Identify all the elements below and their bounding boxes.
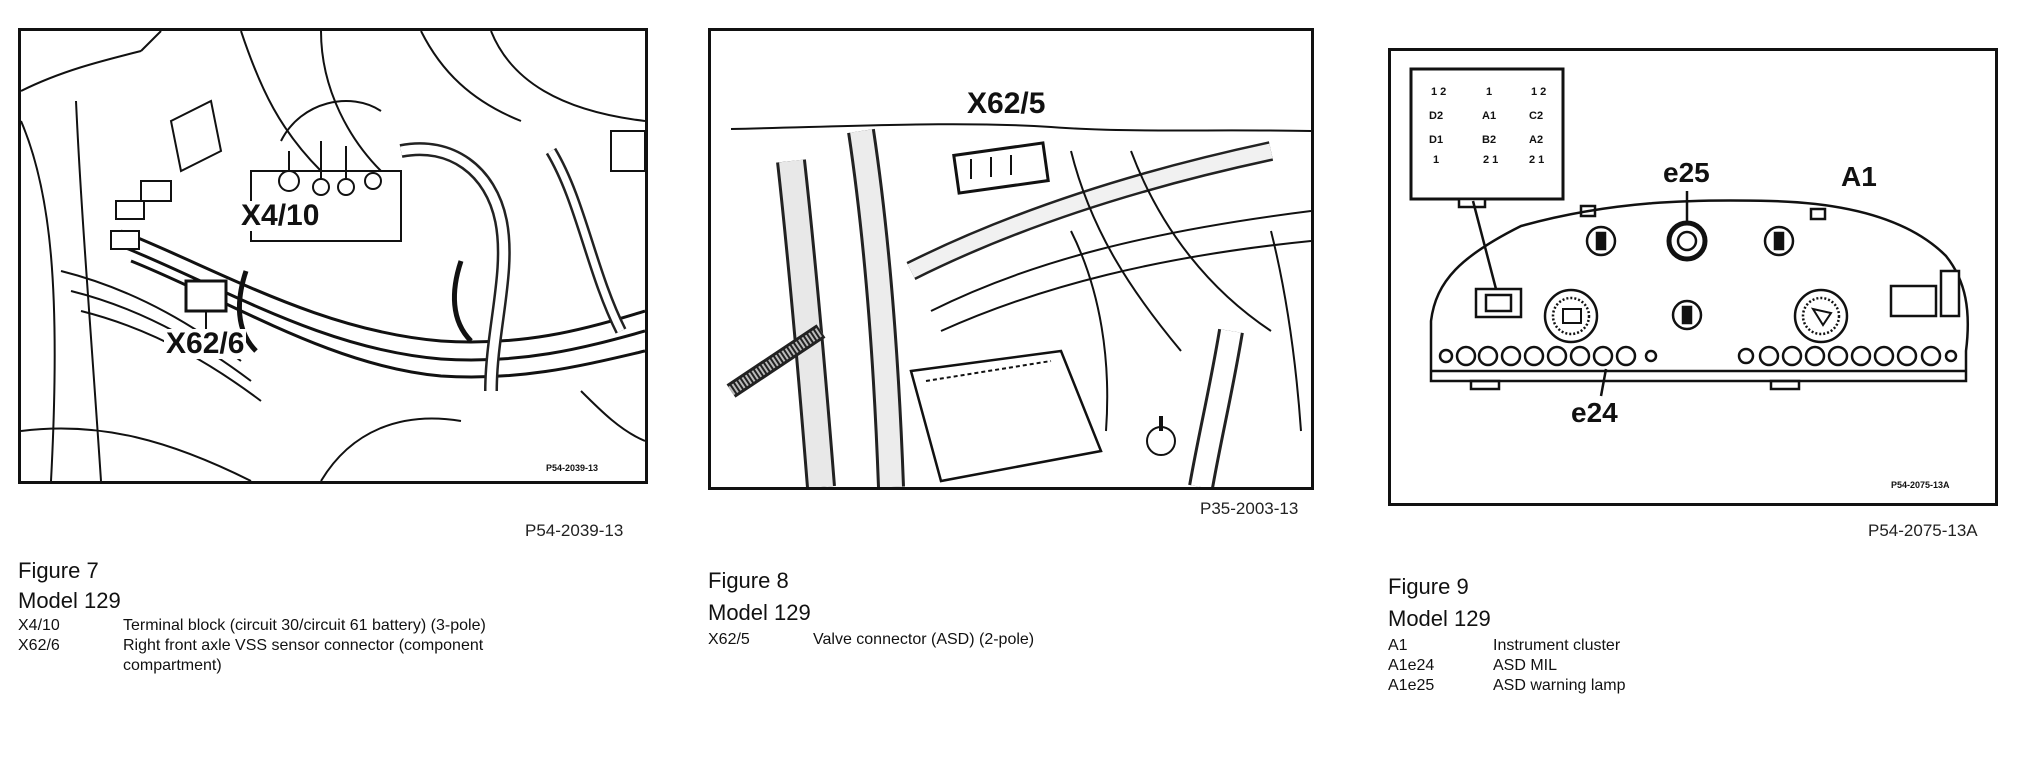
- photo-stamp: P54-2075-13A: [1891, 480, 1950, 490]
- pin-label: 1 2: [1531, 86, 1547, 98]
- legend-desc: Terminal block (circuit 30/circuit 61 ba…: [123, 617, 486, 634]
- figure-9-photo: 1 2 1 1 2 D2 A1 C2 D1 B2 A2 1 2 1 2 1 e2…: [1388, 48, 1998, 506]
- legend-row-a1e24: A1e24 ASD MIL: [1388, 656, 1948, 676]
- pin-label: A1: [1482, 110, 1497, 122]
- legend-code: X4/10: [18, 617, 60, 634]
- pin-label: D1: [1429, 134, 1444, 146]
- legend-row-x4-10: X4/10 Terminal block (circuit 30/circuit…: [18, 616, 618, 636]
- figure-7-title: Figure 7: [18, 558, 99, 583]
- callout-e24: e24: [1571, 397, 1618, 428]
- callout-a1: A1: [1841, 161, 1877, 192]
- pin-label: 2 1: [1483, 154, 1499, 166]
- figure-9-legend: A1 Instrument cluster A1e24 ASD MIL A1e2…: [1388, 636, 1948, 696]
- legend-code: X62/6: [18, 637, 60, 654]
- figure-7-model: Model 129: [18, 588, 121, 613]
- pin-label: A2: [1529, 134, 1544, 146]
- legend-desc: ASD MIL: [1493, 657, 1558, 674]
- figure-7-photo-id: P54-2039-13: [525, 521, 624, 540]
- legend-desc: Valve connector (ASD) (2-pole): [813, 631, 1035, 648]
- callout-e25: e25: [1663, 157, 1710, 188]
- pin-label: B2: [1482, 134, 1497, 146]
- figure-8-title: Figure 8: [708, 568, 789, 593]
- figure-8-photo-id: P35-2003-13: [1200, 499, 1299, 518]
- figure-9-model: Model 129: [1388, 606, 1491, 631]
- legend-code: A1e25: [1388, 677, 1435, 694]
- legend-row-a1e25: A1e25 ASD warning lamp: [1388, 676, 1948, 696]
- figure-8-photo: X62/5: [708, 28, 1314, 490]
- legend-code: A1: [1388, 637, 1408, 654]
- pin-label: D2: [1429, 110, 1444, 122]
- callout-x4-10: X4/10: [239, 199, 322, 232]
- legend-code: A1e24: [1388, 657, 1435, 674]
- pin-label: 1 2: [1431, 86, 1447, 98]
- legend-row-x62-5: X62/5 Valve connector (ASD) (2-pole): [708, 630, 1268, 650]
- figure-8-model: Model 129: [708, 600, 811, 625]
- figure-9-photo-id: P54-2075-13A: [1868, 521, 1978, 540]
- figure-9-title: Figure 9: [1388, 574, 1469, 599]
- legend-row-a1: A1 Instrument cluster: [1388, 636, 1948, 656]
- legend-row-x62-6: X62/6 Right front axle VSS sensor connec…: [18, 636, 618, 676]
- photo-stamp: P54-2039-13: [546, 463, 599, 473]
- pin-label: 1: [1433, 154, 1440, 166]
- legend-desc: Instrument cluster: [1493, 637, 1621, 654]
- legend-desc: ASD warning lamp: [1493, 677, 1626, 694]
- callout-x62-6: X62/6: [164, 327, 247, 360]
- figure-9-illustration: [1391, 51, 1995, 503]
- pin-label: 2 1: [1529, 154, 1545, 166]
- legend-code: X62/5: [708, 631, 750, 648]
- pin-label: 1: [1486, 86, 1493, 98]
- figure-8-legend: X62/5 Valve connector (ASD) (2-pole): [708, 630, 1268, 650]
- figure-7-legend: X4/10 Terminal block (circuit 30/circuit…: [18, 616, 618, 676]
- figure-7-photo: X4/10 X62/6 P54-2039-13: [18, 28, 648, 484]
- pin-label: C2: [1529, 110, 1544, 122]
- callout-x62-5: X62/5: [965, 87, 1048, 120]
- figure-7-illustration: [21, 31, 645, 481]
- legend-desc: Right front axle VSS sensor connector (c…: [123, 637, 484, 674]
